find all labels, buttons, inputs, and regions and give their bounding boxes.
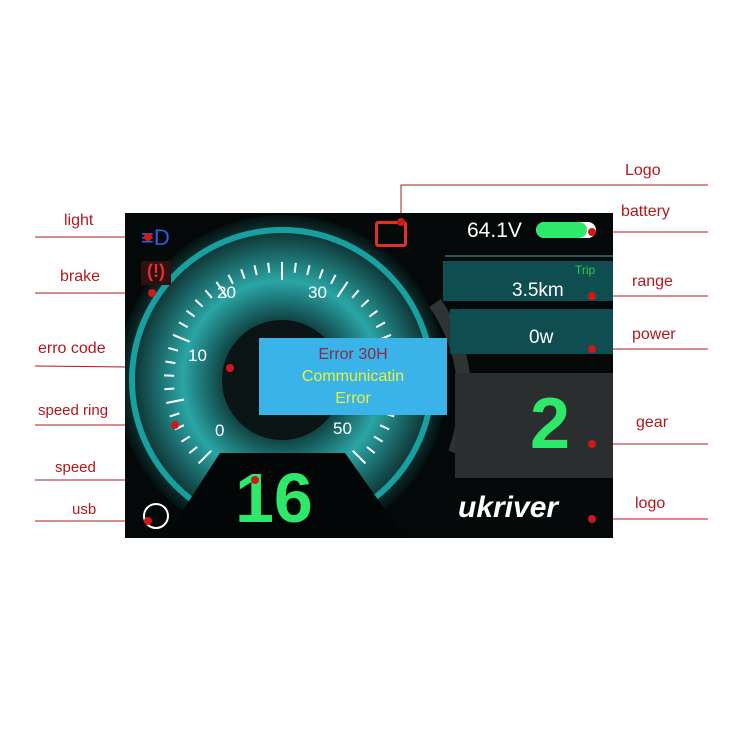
ring-tick-mark: [185, 309, 196, 318]
ring-tick-mark: [169, 412, 180, 418]
ring-tick-mark: [293, 262, 297, 273]
ring-tick-mark: [165, 360, 176, 365]
label-light: light: [64, 212, 94, 229]
ring-tick-mark: [204, 289, 213, 299]
label-gear: gear: [636, 414, 669, 431]
gear-readout: 2: [530, 384, 571, 464]
ring-tick-mark: [172, 333, 190, 343]
error-line1: Communicatin: [301, 368, 405, 385]
ring-tick-30: 30: [308, 283, 327, 302]
brand-logo: ukriver: [458, 491, 559, 524]
engine-check-icon: [375, 221, 407, 247]
ring-tick-20: 20: [217, 283, 236, 302]
label-battery: battery: [621, 203, 670, 220]
ring-tick-mark: [351, 289, 360, 299]
ring-tick-mark: [360, 299, 370, 308]
ring-tick-mark: [318, 268, 324, 280]
power-readout: 0w: [529, 327, 554, 348]
ring-tick-mark: [375, 321, 386, 329]
usb-icon: [143, 503, 169, 529]
ring-tick-mark: [366, 446, 376, 454]
label-logo-bottom: logo: [635, 495, 666, 512]
label-brake: brake: [60, 268, 101, 285]
ring-tick-mark: [330, 274, 337, 285]
speed-readout: 16: [235, 459, 313, 537]
ring-tick-10: 10: [188, 346, 207, 365]
ring-tick-mark: [352, 450, 367, 465]
ring-tick-mark: [164, 387, 175, 391]
ring-tick-mark: [168, 347, 179, 352]
brake-warning-icon: (!): [141, 261, 171, 285]
error-code: Error 30H: [318, 346, 388, 363]
error-line2: Error: [335, 390, 371, 407]
error-message-box: Error 30H Communicatin Error: [259, 338, 447, 415]
ring-tick-mark: [215, 281, 228, 298]
voltage-readout: 64.1V: [467, 219, 522, 242]
ring-tick-mark: [194, 299, 204, 308]
ebike-display: ≡D (!) 64.1V Trip 3.5km 0w 2 16 20 30 10…: [125, 213, 613, 538]
ring-tick-mark: [373, 435, 384, 443]
label-error-code: erro code: [38, 340, 106, 357]
ring-tick-mark: [227, 274, 234, 285]
label-speed: speed: [55, 459, 96, 476]
ring-tick-mark: [240, 268, 246, 280]
label-speed-ring: speed ring: [38, 402, 109, 419]
ring-tick-mark: [379, 424, 390, 431]
headlight-icon: ≡D: [141, 225, 170, 250]
label-range: range: [632, 273, 673, 290]
ring-tick-mark: [197, 450, 212, 465]
trip-label: Trip: [575, 263, 596, 277]
label-logo-top: Logo: [625, 162, 661, 179]
ring-tick-mark: [188, 446, 198, 454]
ring-tick-mark: [253, 265, 258, 276]
battery-indicator: [536, 222, 596, 238]
ring-tick-mark: [306, 265, 311, 276]
range-readout: 3.5km: [512, 280, 564, 301]
ring-tick-mark: [180, 435, 191, 443]
ring-tick-50: 50: [333, 419, 352, 438]
ring-tick-0: 0: [215, 421, 225, 440]
ring-tick-mark: [166, 398, 185, 405]
ring-tick-mark: [336, 281, 349, 298]
ring-tick-mark: [178, 321, 189, 329]
ring-tick-mark: [368, 309, 379, 318]
ring-tick-mark: [267, 262, 271, 273]
label-usb: usb: [72, 501, 97, 518]
label-power: power: [632, 326, 676, 343]
